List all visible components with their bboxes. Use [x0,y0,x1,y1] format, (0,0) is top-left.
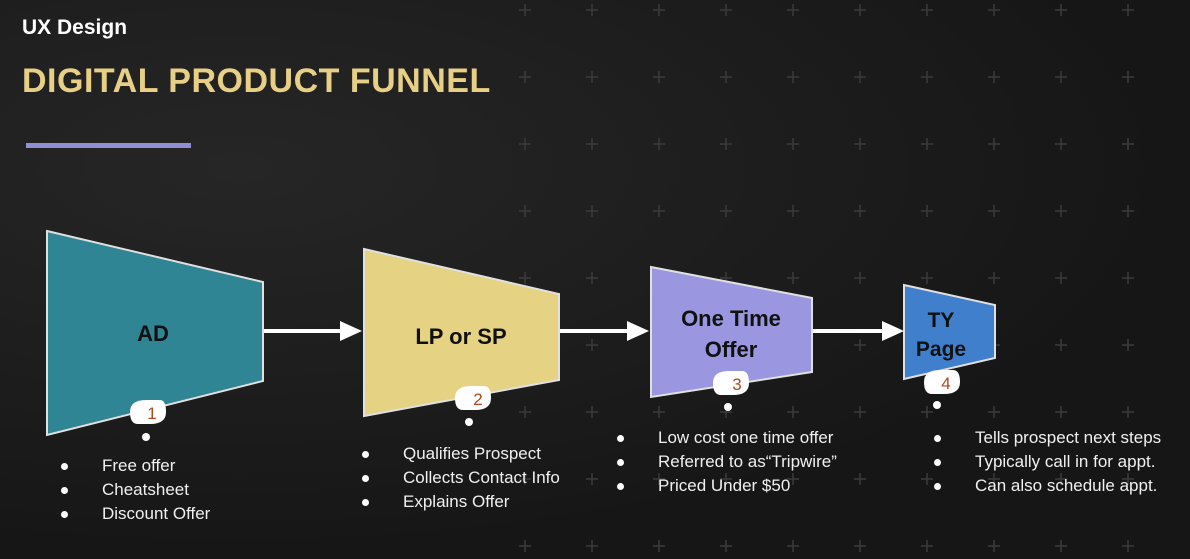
stage-lp-sp: LP or SP [363,247,560,418]
badge-1-number: 1 [147,404,156,423]
stage-ty-label-line2: Page [916,338,966,361]
stage-lp-sp-bullets: Qualifies Prospect Collects Contact Info… [362,442,560,514]
list-item: Typically call in for appt. [934,450,1161,474]
page-title: DIGITAL PRODUCT FUNNEL [22,62,491,100]
stage-oto-label-line1: One Time [681,306,781,331]
stage-oto-label-line2: Offer [705,337,758,362]
list-item: Tells prospect next steps [934,426,1161,450]
list-item: Can also schedule appt. [934,474,1161,498]
arrow-3 [812,321,904,341]
stage-one-time-offer: One Time Offer [650,265,813,399]
stage-ty-bullets: Tells prospect next steps Typically call… [934,426,1161,498]
badge-2: 2 [455,386,491,426]
badge-3: 3 [713,371,749,411]
stage-oto-bullets: Low cost one time offer Referred to as“T… [617,426,837,498]
list-item: Low cost one time offer [617,426,837,450]
stage-ad: AD [46,229,264,437]
section-subtitle: UX Design [22,16,128,39]
arrow-1 [263,321,362,341]
list-item: Priced Under $50 [617,474,837,498]
stage-ty-label-line1: TY [928,309,955,332]
stage-lp-sp-label: LP or SP [415,324,506,349]
stage-ty-page: TY Page [903,283,996,381]
list-item: Free offer [61,454,210,478]
badge-4: 4 [924,370,960,409]
list-item: Referred to as“Tripwire” [617,450,837,474]
badge-3-number: 3 [732,375,741,394]
stage-ad-bullets: Free offer Cheatsheet Discount Offer [61,454,210,526]
arrow-2 [559,321,649,341]
list-item: Discount Offer [61,502,210,526]
list-item: Cheatsheet [61,478,210,502]
badge-4-number: 4 [941,374,950,393]
list-item: Explains Offer [362,490,560,514]
badge-1: 1 [130,400,166,441]
stage-ad-label: AD [137,321,169,346]
list-item: Qualifies Prospect [362,442,560,466]
list-item: Collects Contact Info [362,466,560,490]
badge-2-number: 2 [473,390,482,409]
title-underline [26,143,191,148]
